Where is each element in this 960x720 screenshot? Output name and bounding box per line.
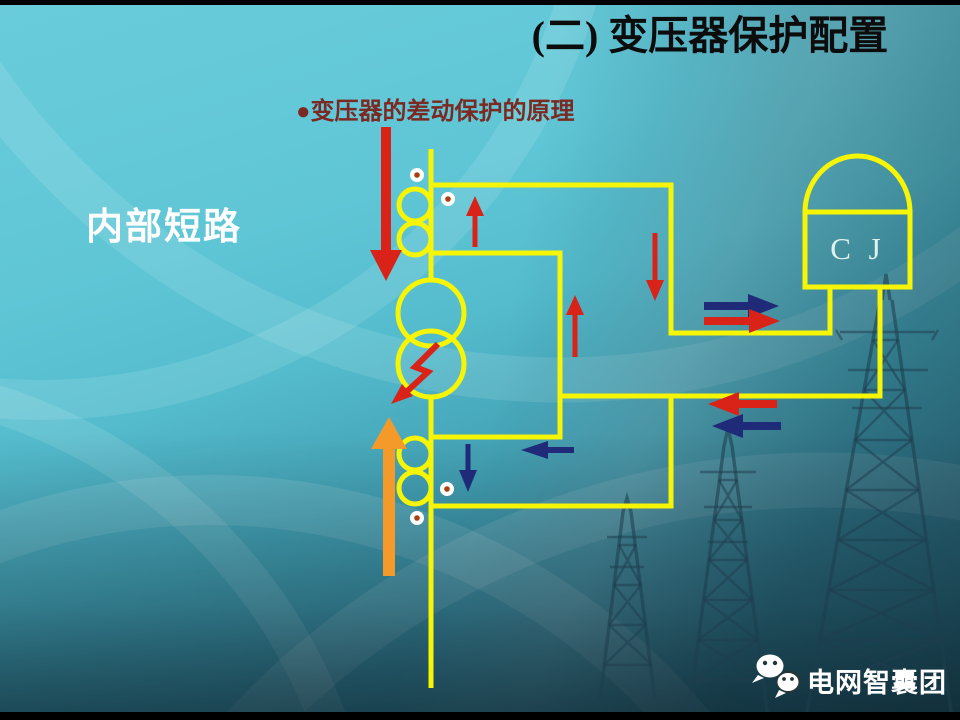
wire-top-ct-to-relay-left: [431, 182, 833, 336]
polarity-dot: [441, 192, 455, 206]
wechat-icon: [752, 654, 801, 698]
bottom-ct-navy-left-arrow: [521, 441, 574, 459]
bottom-letterbox-bar: [0, 712, 960, 720]
top-ct-loop: [396, 186, 434, 224]
top-letterbox-bar: [0, 0, 960, 5]
wire-bottom-ct-return: [431, 396, 674, 509]
circuit-yellow-lines: [395, 149, 913, 688]
wire-top-ct-to-bottom-ct: [431, 250, 563, 440]
internal-fault-flash-arrow: [391, 341, 441, 404]
relay-return-red-left-arrow: [708, 392, 777, 416]
top-ct-loop: [396, 220, 434, 258]
relay-box: [802, 209, 913, 290]
primary-fault-current-in-arrow: [370, 127, 402, 281]
relay-cj-label: C J: [830, 231, 886, 266]
relay-current-navy-right-arrow: [704, 294, 779, 318]
bottom-ct-loop: [396, 435, 434, 473]
bottom-ct-loop: [396, 469, 434, 507]
secondary-current-mid-right-arrow: [646, 233, 664, 301]
page-title: (二) 变压器保护配置: [531, 13, 889, 58]
relay-dome: [802, 153, 913, 213]
wire-junction-to-relay-right: [560, 287, 883, 399]
relay-current-red-right-arrow: [704, 309, 780, 333]
secondary-current-top-ct-arrow: [466, 196, 484, 247]
internal-short-circuit-label: 内部短路: [86, 206, 242, 247]
relay-return-navy-left-arrow: [712, 414, 781, 438]
tower-large: [804, 273, 954, 719]
primary-fault-current-up-arrow: [371, 417, 407, 576]
current-arrows: [370, 127, 781, 576]
bottom-ct-navy-down-arrow: [459, 444, 477, 492]
polarity-dots: [410, 168, 455, 525]
polarity-dot: [410, 511, 424, 525]
bullet-text: ●变压器的差动保护的原理: [296, 99, 575, 125]
secondary-current-mid-left-arrow: [566, 295, 584, 357]
polarity-dot: [410, 168, 424, 182]
transformer-winding-primary: [395, 277, 467, 349]
transformer-winding-secondary: [395, 328, 467, 400]
polarity-dot: [440, 482, 454, 496]
footer-brand-label: 电网智囊团: [807, 668, 947, 698]
